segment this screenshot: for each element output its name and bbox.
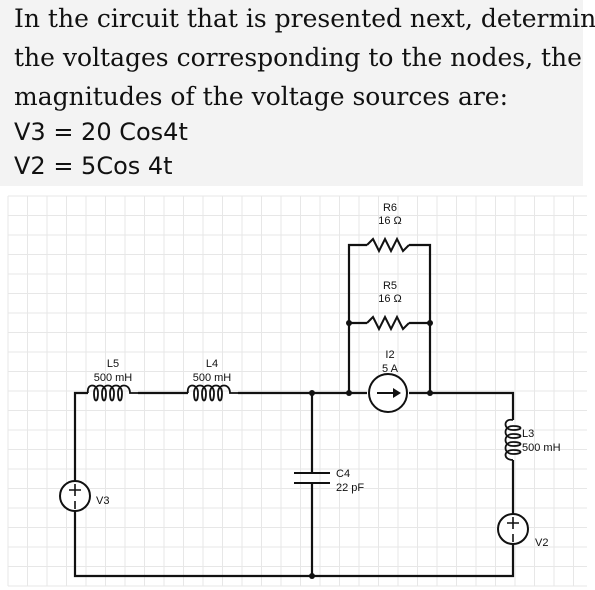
l4-value: 500 mH [193, 372, 232, 384]
problem-line-2: the voltages corresponding to the nodes,… [14, 43, 582, 72]
plus-icon [507, 517, 519, 529]
l4-name: L4 [206, 358, 218, 370]
r5-name: R5 [383, 280, 397, 292]
arrow-head-icon [393, 388, 401, 398]
current-source-i2: I2 5 A [368, 349, 408, 413]
wire-left-top [73, 391, 88, 401]
voltage-source-v2: V2 [497, 513, 548, 549]
inductor-l4: L4 500 mH [186, 358, 238, 402]
background-grid [7, 195, 587, 587]
junction-dot [427, 390, 433, 396]
l5-name: L5 [107, 358, 119, 370]
wire-box-right [409, 243, 432, 393]
r6-name: R6 [383, 202, 397, 214]
inductor-l5: L5 500 mH [86, 358, 138, 402]
voltage-source-v3: V3 [59, 480, 109, 512]
v2-name: V2 [535, 537, 548, 549]
resistor-r5: R5 16 Ω [366, 280, 410, 332]
plus-icon [69, 484, 81, 496]
v3-name: V3 [96, 495, 109, 507]
wire-i2-right [409, 391, 515, 420]
l5-value: 500 mH [94, 372, 133, 384]
junction-dot [427, 320, 433, 326]
capacitor-c4: C4 22 pF [294, 468, 364, 494]
resistor-r6: R6 16 Ω [366, 202, 410, 254]
junction-dot [346, 320, 352, 326]
wires [73, 243, 515, 578]
c4-value: 22 pF [336, 482, 364, 494]
problem-line-3: magnitudes of the voltage sources are: [14, 82, 509, 111]
problem-statement: In the circuit that is presented next, d… [0, 0, 595, 186]
r6-value: 16 Ω [378, 215, 402, 227]
r5-value: 16 Ω [378, 293, 402, 305]
junction-dot [346, 390, 352, 396]
wire-box-left [347, 243, 367, 393]
l3-value: 500 mH [522, 442, 561, 454]
c4-name: C4 [336, 468, 350, 480]
equation-v2: V2 = 5Cos 4t [14, 152, 173, 180]
junction-dot [309, 390, 315, 396]
l3-name: L3 [522, 428, 534, 440]
problem-line-1: In the circuit that is presented next, d… [14, 4, 595, 33]
wire-bottom-rail [73, 511, 515, 578]
circuit-diagram: R6 16 Ω R5 16 Ω I2 5 A L5 500 mH L4 500 [0, 186, 595, 590]
equation-v3: V3 = 20 Cos4t [14, 118, 188, 146]
inductor-l3: L3 500 mH [504, 418, 561, 461]
i2-value: 5 A [382, 363, 399, 375]
junctions [309, 320, 433, 579]
junction-dot [309, 573, 315, 579]
i2-name: I2 [385, 349, 394, 361]
